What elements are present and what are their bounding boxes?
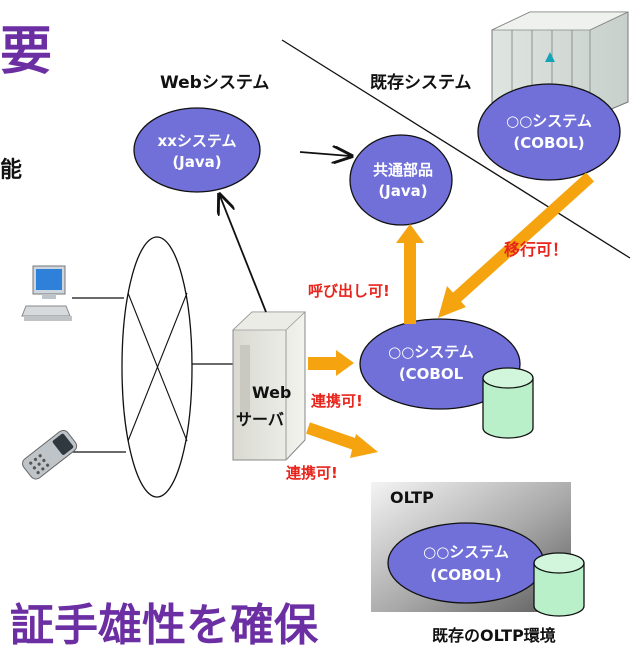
oltp-database-icon [533,552,585,617]
link-arrow-center [308,350,354,376]
xx-to-common-arrow [299,152,350,156]
migratable-annotation: 移行可！ [504,240,569,259]
xx-system-node [133,107,261,193]
left-fragment: 能 [0,158,23,183]
mainframe-system-node [477,83,621,181]
bottom-fragment: 証手雄性を確保 [10,600,318,651]
link-annotation-1: 連携可! [311,392,363,410]
oltp-system-line2: (COBOL) [430,566,501,584]
center-system-line2: (COBOL [399,365,464,383]
oltp-label: OLTP [390,488,434,507]
call-arrow [396,224,424,324]
existing-oltp-label: 既存のOLTP環境 [432,626,556,645]
center-database-icon [482,367,534,439]
common-parts-line1: 共通部品 [373,161,433,179]
xx-system-line1: xxシステム [158,132,237,150]
link-arrow-oltp [306,422,378,458]
mainframe-system-line1: ○○システム [506,112,592,130]
web-server-icon [231,311,307,461]
existing-system-label: 既存システム [370,73,472,93]
link-annotation-2: 連携可! [286,464,338,482]
web-server-label-2: サーバ [236,410,284,429]
oltp-system-node [387,522,545,604]
center-system-line1: ○○システム [388,343,474,361]
web-system-label: Webシステム [160,73,270,93]
title-fragment: 要 [0,22,53,82]
common-parts-node [349,134,453,226]
common-parts-line2: (Java) [378,182,427,200]
web-server-label-1: Web [252,383,292,402]
oltp-system-line1: ○○システム [423,543,509,561]
center-system-node [359,318,521,410]
mobile-phone-icon [22,429,78,480]
mainframe-system-line2: (COBOL) [513,134,584,152]
boundary-line [281,39,631,259]
migrate-arrow [438,172,595,318]
network-cloud [121,236,193,498]
pc-icon [21,265,72,321]
server-to-xx-arrow [220,196,267,313]
xx-system-line2: (Java) [172,153,221,171]
callable-annotation: 呼び出し可! [308,282,390,300]
